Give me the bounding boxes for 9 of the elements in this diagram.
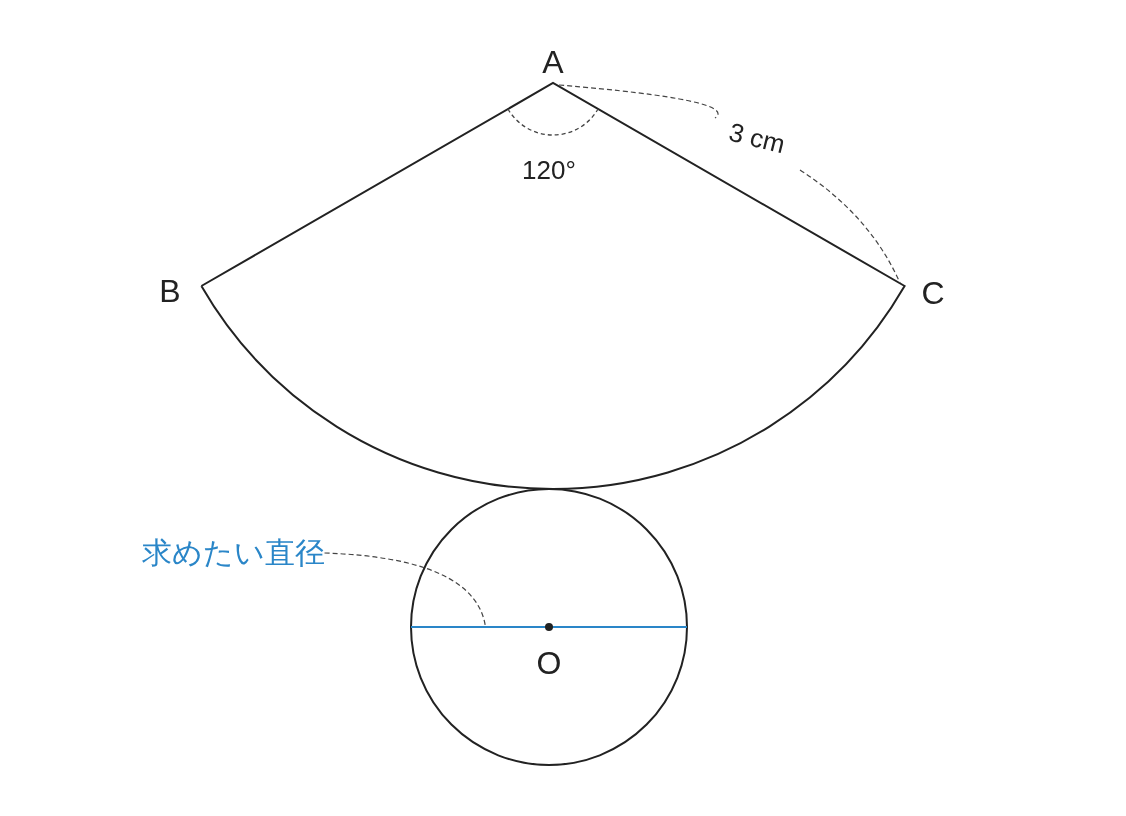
vertex-label: A xyxy=(542,46,564,78)
vertex-label: B xyxy=(159,275,181,307)
annotation-text: 求めたい直径 xyxy=(141,538,325,568)
length-label: 3 cm xyxy=(726,118,788,158)
center-label: O xyxy=(536,647,562,679)
vertex-label: C xyxy=(921,277,945,309)
angle-label: 120° xyxy=(522,157,576,183)
diameter-line xyxy=(411,625,687,629)
leader-line xyxy=(323,552,487,628)
